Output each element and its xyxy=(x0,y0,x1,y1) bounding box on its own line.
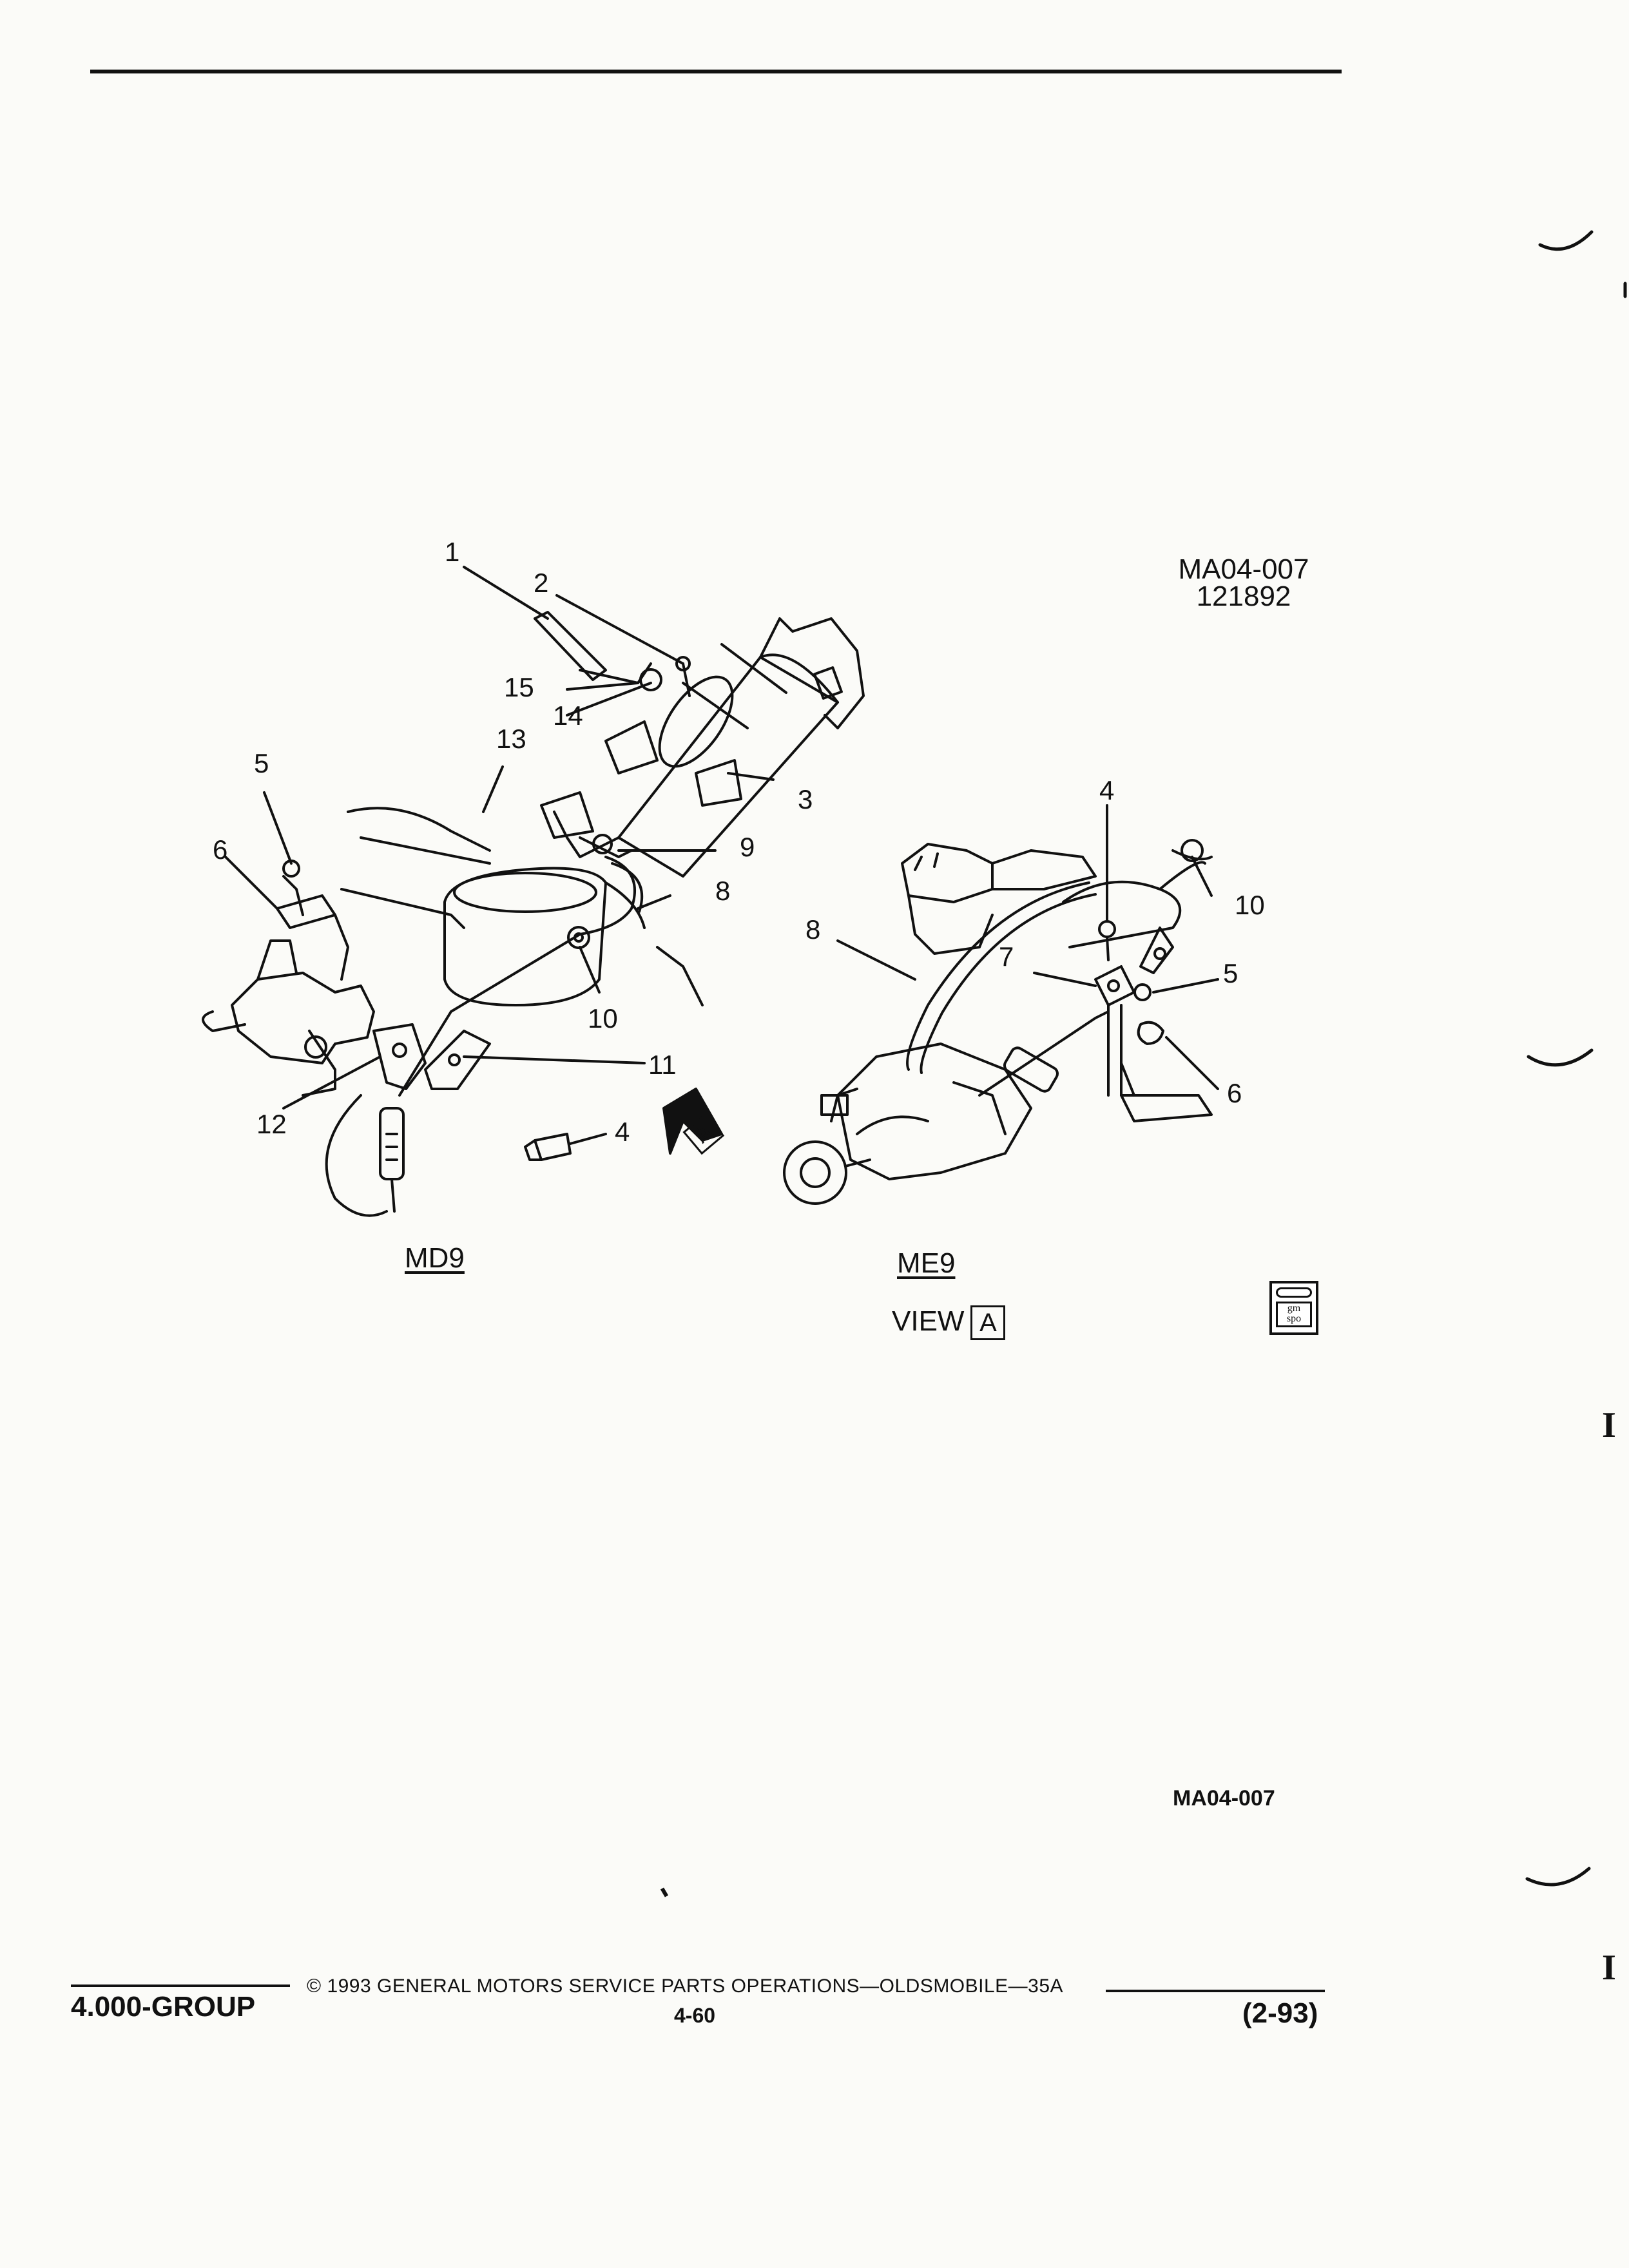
view-letter-box: A xyxy=(970,1305,1006,1341)
footer-copyright: © 1993 GENERAL MOTORS SERVICE PARTS OPER… xyxy=(307,1975,1064,1997)
bottom-figure-ref: MA04-007 xyxy=(1173,1786,1275,1811)
callout-10: 10 xyxy=(588,1003,618,1033)
margin-mark-1: I xyxy=(1602,1405,1616,1445)
figure-id: MA04-007 xyxy=(1178,553,1309,585)
callout-r-7: 7 xyxy=(999,941,1014,972)
margin-mark-2: I xyxy=(1602,1948,1616,1988)
callout-5: 5 xyxy=(254,748,269,778)
md9-label: MD9 xyxy=(405,1242,465,1274)
callout-12: 12 xyxy=(256,1109,287,1139)
me9-illustration xyxy=(783,804,1219,1205)
callout-2: 2 xyxy=(534,568,549,598)
callout-8: 8 xyxy=(715,876,731,906)
top-rule xyxy=(90,70,1342,73)
view-text: VIEW xyxy=(892,1305,965,1337)
logo-text-box: gm spo xyxy=(1276,1302,1312,1327)
footer-rule-left xyxy=(71,1984,290,1987)
md9-illustration xyxy=(202,566,865,1217)
callout-6: 6 xyxy=(213,834,228,865)
callout-15: 15 xyxy=(504,672,534,702)
callout-4: 4 xyxy=(615,1117,630,1147)
gm-spo-logo: gm spo xyxy=(1269,1281,1318,1335)
callout-14: 14 xyxy=(553,700,583,731)
callout-r-8: 8 xyxy=(805,914,821,945)
callout-3: 3 xyxy=(798,784,813,814)
callout-r-5: 5 xyxy=(1223,958,1239,988)
footer-page-number: 4-60 xyxy=(674,2004,716,2027)
footer-rule-right xyxy=(1106,1990,1325,1992)
me9-label: ME9 xyxy=(897,1247,956,1279)
callout-r-4: 4 xyxy=(1099,775,1115,805)
callout-r-10: 10 xyxy=(1235,890,1265,920)
callout-13: 13 xyxy=(496,724,526,754)
logo-top-band xyxy=(1276,1287,1312,1298)
figure-date-code: 121892 xyxy=(1196,581,1291,612)
logo-line2: spo xyxy=(1286,1313,1302,1324)
footer-date: (2-93) xyxy=(1242,1997,1318,2029)
callout-1: 1 xyxy=(445,537,460,567)
callout-r-6: 6 xyxy=(1227,1078,1242,1108)
callout-9: 9 xyxy=(740,832,755,862)
callout-11: 11 xyxy=(648,1050,677,1080)
logo-line1: gm xyxy=(1287,1303,1301,1314)
footer-group: 4.000-GROUP xyxy=(71,1991,256,2023)
